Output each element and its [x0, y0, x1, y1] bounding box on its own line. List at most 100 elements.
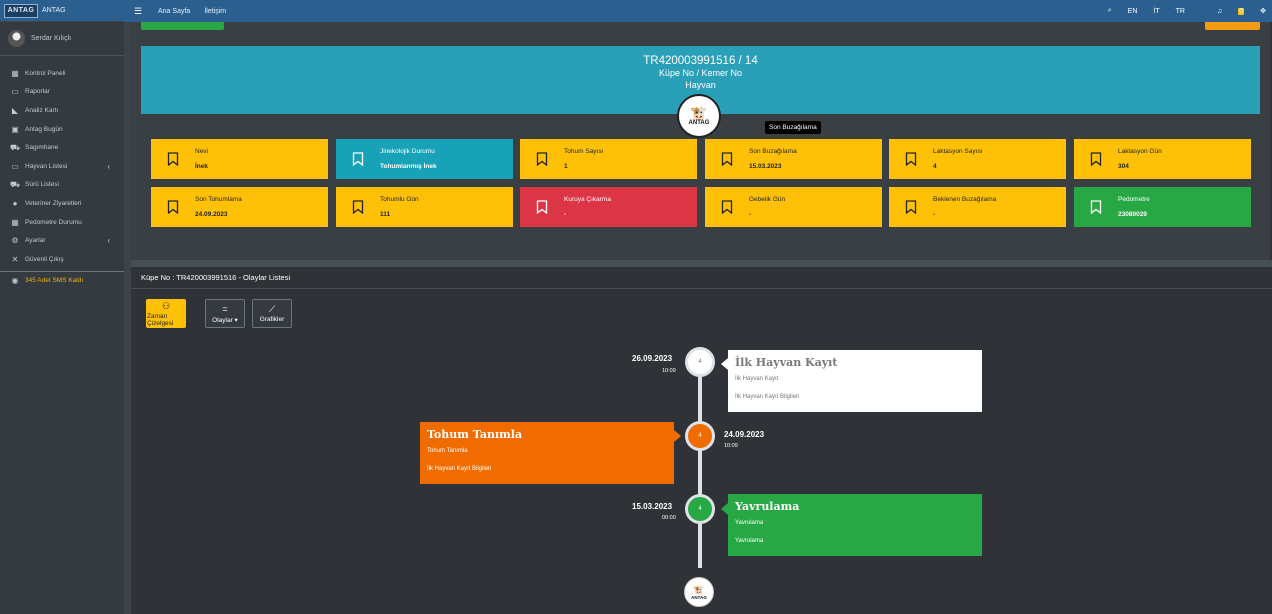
fullscreen-icon[interactable]: ✥ — [1260, 8, 1266, 15]
tile-value: 24.09.2023 — [195, 211, 228, 218]
event-title: Tohum Tanımla — [427, 428, 523, 441]
brand[interactable]: ANTAG ANTAG — [0, 0, 124, 22]
antag-logo-text: ANTAG — [691, 594, 707, 600]
lang-en[interactable]: EN — [1127, 7, 1138, 15]
hamburger-icon[interactable]: ☰ — [134, 5, 143, 16]
event-date: 24.09.2023 — [724, 430, 765, 439]
sidebar-item-sagimhane[interactable]: ⛟Sagımhane — [0, 138, 124, 157]
sidebar-item-guvenli-cikis[interactable]: ✕Güvenli Çıkış — [0, 250, 124, 269]
tile-text: Gebelik Gün- — [749, 196, 785, 218]
info-tile: Kuruya Çıkarma - — [520, 187, 697, 227]
sidebar-item-veteriner-ziyaretleri[interactable]: ●Veteriner Ziyaretleri — [0, 194, 124, 213]
bookmark-icon — [905, 200, 917, 214]
bell-icon: ♫ — [1216, 7, 1223, 15]
event-card-tohum-tanimla[interactable]: Tohum Tanımla Tohum Tanımla İlk Hayvan K… — [420, 422, 674, 484]
sidebar-item-ayarlar[interactable]: ⚙Ayarlar‹ — [0, 231, 124, 250]
tile-label: Pedometre — [1118, 196, 1150, 203]
lang-it[interactable]: İT — [1153, 7, 1160, 15]
sidebar-item-label: Sagımhane — [25, 144, 59, 152]
lang-tr[interactable]: TR — [1175, 7, 1185, 15]
event-description: Yavrulama — [735, 538, 764, 544]
event-date: 15.03.2023 — [632, 502, 673, 511]
bookmark-icon — [167, 152, 179, 166]
bookmark-icon — [1090, 152, 1102, 166]
sms-label: 345 Adet SMS Kaldı — [25, 276, 84, 284]
sidebar-item-suru-listesi[interactable]: ⛟Sürü Listesi — [0, 176, 124, 195]
events-title: Küpe No : TR420003991516 - Olaylar Liste… — [141, 273, 291, 282]
sidebar-item-label: Antag Bugün — [25, 125, 63, 133]
tile-text: Kuruya Çıkarma - — [564, 196, 611, 218]
orange-action-button[interactable] — [1205, 22, 1260, 30]
avatar — [8, 30, 25, 47]
sidebar-item-raporlar[interactable]: ▭ Raporlar — [0, 83, 124, 102]
tile-text: Pedometre 23080029 — [1118, 196, 1150, 218]
tile-value: Tohumlanmış İnek — [380, 163, 437, 170]
events-dropdown-button[interactable]: = Olaylar ▾ — [205, 299, 245, 328]
tile-label: Tohumlu Gün — [380, 196, 419, 203]
tile-value: 4 — [933, 163, 937, 170]
sidebar-item-kontrol-paneli[interactable]: ▦Kontrol Paneli — [0, 64, 124, 83]
tile-label: Laktasyon Sayısı — [933, 148, 983, 155]
tile-label: Jinekolojik Durumu — [380, 148, 435, 155]
bookmark-icon — [536, 200, 548, 214]
antag-logo-text: ANTAG — [688, 120, 710, 126]
tile-value: 15.03.2023 — [749, 163, 782, 170]
report-icon: ▭ — [11, 87, 19, 97]
green-action-button[interactable] — [141, 22, 224, 30]
notification-badge: 0 — [1238, 7, 1245, 15]
timeline-view-label: Zaman Çizelgesi — [147, 312, 174, 327]
info-tile: Pedometre 23080029 — [1074, 187, 1251, 227]
event-card-yavrulama[interactable]: Yavrulama Yavrulama Yavrulama — [728, 494, 982, 556]
event-time: 10:09 — [724, 443, 738, 449]
event-arrow — [721, 503, 728, 515]
nav-link-ana-sayfa[interactable]: Ana Sayfa — [158, 7, 191, 15]
charts-button[interactable]: ⟋ Grafikler — [252, 299, 292, 328]
sidebar-item-label: Hayvan Listesi — [25, 162, 68, 170]
nav-link-iletisim[interactable]: İletişim — [204, 7, 227, 15]
tile-value: - — [564, 211, 567, 218]
sidebar-item-antag-bugun[interactable]: ▣Antag Bugün — [0, 120, 124, 139]
tile-label: Beklenen Buzağılama — [933, 196, 997, 203]
timeline-node: 4 — [685, 494, 715, 524]
sidebar-item-label: Analiz Kartı — [25, 106, 59, 114]
sidebar-item-label: Raporlar — [25, 88, 50, 96]
tile-label: Gebelik Gün — [749, 196, 786, 203]
bookmark-icon — [721, 200, 733, 214]
event-title: İlk Hayvan Kayıt — [735, 356, 838, 369]
tile-value: 304 — [1118, 163, 1129, 170]
sidebar-nav: ▦Kontrol Paneli ▭Raporlar ◣Analiz Kartı … — [0, 56, 124, 289]
tooltip: Son Buzağılama — [765, 121, 821, 134]
event-subtitle: Yavrulama — [735, 520, 764, 526]
search-icon[interactable]: ⌕ — [1107, 7, 1112, 14]
event-arrow — [721, 358, 728, 370]
tile-label: Kuruya Çıkarma — [564, 196, 611, 203]
event-subtitle: Tohum Tanımla — [427, 448, 468, 454]
cow-icon: 🐮 — [693, 584, 705, 595]
event-card-ilk-hayvan-kayit[interactable]: İlk Hayvan Kayıt İlk Hayvan Kayıt İlk Ha… — [728, 350, 982, 412]
user-icon: ● — [12, 198, 18, 208]
tile-value: 23080029 — [1118, 211, 1147, 218]
timeline-view-button[interactable]: ⚇ Zaman Çizelgesi — [146, 299, 186, 328]
sidebar-item-sms[interactable]: ◉345 Adet SMS Kaldı — [0, 270, 124, 290]
sidebar: ANTAG ANTAG Serdar Kılıçlı ▦Kontrol Pane… — [0, 0, 124, 614]
sidebar-item-pedometre-durumu[interactable]: ▦Pedometre Durumu — [0, 213, 124, 232]
notification-bell[interactable]: ♫0 — [1201, 7, 1245, 15]
info-tile: Beklenen Buzağılama - — [889, 187, 1066, 227]
bookmark-icon — [352, 200, 364, 214]
topbar-right: ⌕ EN İT TR ♫0 ✥ — [1092, 0, 1266, 22]
truck-icon: ⛟ — [9, 179, 21, 189]
event-title: Yavrulama — [735, 500, 800, 513]
user-panel[interactable]: Serdar Kılıçlı — [0, 22, 124, 56]
animal-id-caption: Küpe No / Kemer No — [658, 68, 743, 78]
charts-label: Grafikler — [259, 316, 285, 323]
sidebar-item-hayvan-listesi[interactable]: ▭Hayvan Listesi‹ — [0, 157, 124, 176]
tile-value: - — [933, 211, 936, 218]
equals-icon: = — [222, 303, 228, 314]
sidebar-item-analiz-karti[interactable]: ◣Analiz Kartı — [0, 101, 124, 120]
